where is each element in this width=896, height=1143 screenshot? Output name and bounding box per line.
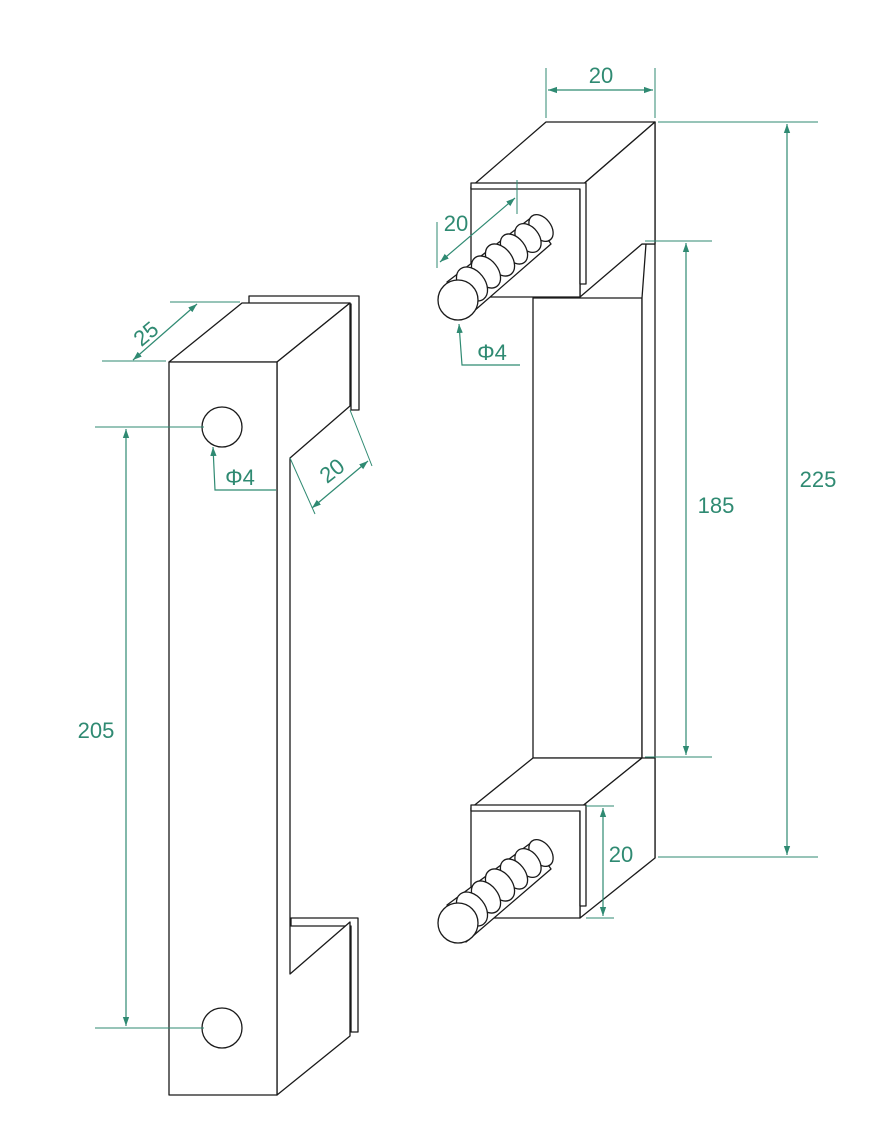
right-top-stud-end	[437, 279, 479, 321]
right-bottom-stud	[437, 839, 554, 944]
right-bottom-plate	[470, 804, 587, 907]
left-bottom-back-plate	[290, 917, 359, 1033]
left-bottom-hole	[201, 1007, 243, 1049]
left-depth-label: 25	[129, 316, 164, 351]
left-hole-dia-label: Φ4	[225, 465, 255, 490]
right-top-width-label: 20	[589, 63, 613, 88]
right-inner-length-label: 185	[698, 493, 735, 518]
left-depth-dimension	[132, 303, 198, 361]
left-top-hole	[201, 406, 243, 448]
right-stud-dia-label: Φ4	[477, 340, 507, 365]
left-front-face	[168, 361, 278, 1096]
right-top-plate	[470, 182, 587, 285]
right-stud-length-dimension	[439, 197, 516, 263]
left-leg-width-label: 20	[315, 453, 350, 488]
left-dimension-lines	[95, 301, 373, 1029]
left-side-face	[276, 302, 351, 1096]
right-total-length-label: 225	[800, 467, 837, 492]
left-handle	[168, 295, 360, 1096]
right-bar-front-face	[532, 297, 643, 759]
left-hole-leader	[210, 446, 276, 491]
right-handle	[437, 121, 656, 944]
left-leg-width-dimension	[311, 460, 369, 509]
right-dimension-lines	[436, 68, 818, 919]
right-block-height-label: 20	[609, 842, 633, 867]
right-bottom-stud-end	[437, 902, 479, 944]
left-hole-spacing-label: 205	[78, 718, 115, 743]
right-stud-length-label: 20	[444, 211, 468, 236]
right-stud-leader	[456, 323, 520, 366]
